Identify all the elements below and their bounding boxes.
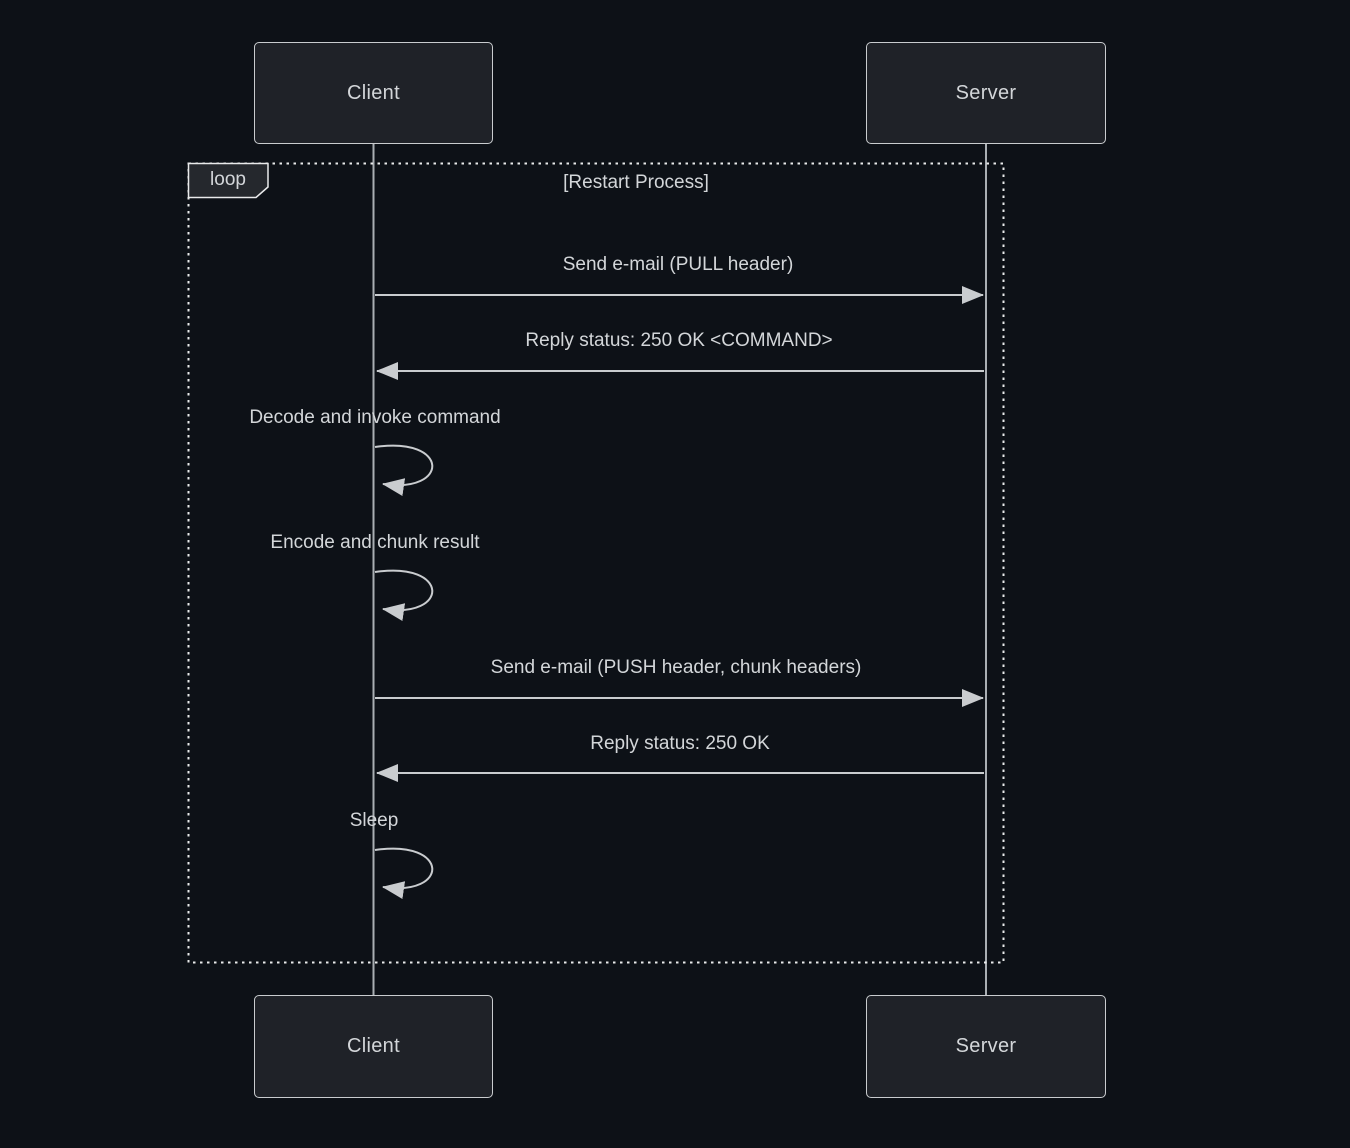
loop-label-tab	[187, 162, 269, 199]
actor-box-server-top: Server	[866, 42, 1106, 144]
message-label-decode: Decode and invoke command	[249, 407, 501, 428]
self-loop-encode	[374, 569, 434, 621]
actor-box-server-bottom: Server	[866, 995, 1106, 1098]
message-label-send-push: Send e-mail (PUSH header, chunk headers)	[490, 657, 862, 678]
message-label-sleep: Sleep	[349, 810, 399, 831]
actor-box-client-top: Client	[254, 42, 493, 144]
message-label-reply-command: Reply status: 250 OK <COMMAND>	[525, 330, 833, 351]
self-loop-decode	[374, 444, 434, 496]
message-label-reply-ok: Reply status: 250 OK	[590, 733, 770, 754]
actor-box-client-bottom: Client	[254, 995, 493, 1098]
message-label-encode: Encode and chunk result	[270, 532, 480, 553]
message-label-send-pull: Send e-mail (PULL header)	[562, 254, 794, 275]
loop-title: [Restart Process]	[563, 172, 709, 193]
loop-keyword-label: loop	[210, 169, 246, 190]
self-loop-sleep	[374, 847, 434, 899]
loop-frame	[187, 162, 1005, 964]
